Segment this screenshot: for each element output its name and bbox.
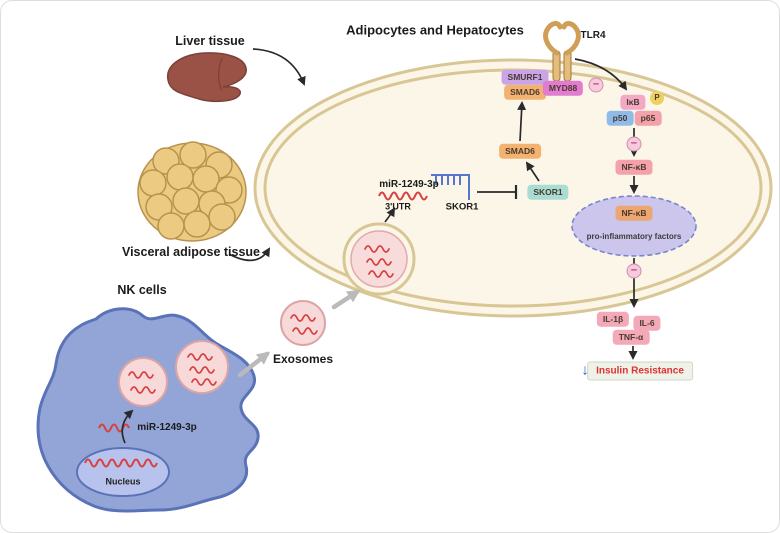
smurf1-node: SMURF1 [501,69,549,85]
arrow-exosome-to-cell [331,289,361,310]
phosphate-node: P [650,91,664,105]
il1b-node: IL-1β [596,311,630,327]
arrow-adipose-to-cell [228,247,271,262]
liver-icon [167,52,247,103]
arrow-tlr4-to-ikb [574,58,628,91]
exosomes-label: Exosomes [272,352,334,366]
skor1-node: SKOR1 [527,184,569,200]
three-utr-label: 3'UTR [385,201,411,212]
nk-cells-label: NK cells [117,282,167,297]
tnfa-node: TNF-α [612,329,650,345]
nfkb-nucleus-node: NF-κB [615,205,653,221]
myd88-node: MYD88 [542,80,584,96]
arrow-nknucleus-to-vesicle [121,409,134,444]
inhibition-sign-nfkb: − [626,136,642,152]
arrow-nk-to-exosome [237,351,271,378]
p65-node: p65 [634,110,662,126]
dna-strand [84,458,158,468]
nucleus-label: Nucleus [105,476,141,487]
insulin-resistance-badge: Insulin Resistance [587,361,693,381]
il6-node: IL-6 [633,315,661,331]
mirna-strand-cell [378,191,428,201]
mirna-skor1-binding [378,174,470,201]
arrow-skor1-to-smad6 [525,161,540,182]
cell-title: Adipocytes and Hepatocytes [346,22,524,38]
liver-tissue-label: Liver tissue [175,33,245,48]
smad6-lower-node: SMAD6 [499,143,541,159]
exosome-icon [280,300,326,346]
adipose-tissue-icon [137,141,247,242]
mirna-strand-nk [98,423,130,433]
tlr4-label: TLR4 [580,30,606,41]
nk-nucleus [76,447,170,497]
inhibition-sign-cytokines: − [626,263,642,279]
endosome-icon [342,222,416,296]
visceral-adipose-label: Visceral adipose tissue [121,244,261,259]
skor1-mrna-label: SKOR1 [445,201,479,213]
mir-1249-3p-nk-label: miR-1249-3p [137,422,197,433]
mirna-vesicles [118,340,229,407]
decrease-arrow: ↓ [581,361,589,379]
pro-inflammatory-label: pro-inflammatory factors [586,232,682,241]
mir-1249-3p-cell-label: miR-1249-3p [379,179,439,190]
ikb-node: IκB [620,94,646,110]
cell-nucleus [571,195,697,257]
transport-arrows [237,289,361,378]
mrna-comb-icon [431,174,470,200]
inhibition-sign-myd88: − [588,77,604,93]
nfkb-node: NF-κB [615,159,653,175]
arrow-smad6-up [517,101,527,142]
p50-node: p50 [606,110,634,126]
nk-cell-shape [36,307,260,513]
arrow-liver-to-cell [252,48,306,86]
smad6-upper-node: SMAD6 [504,84,546,100]
arrow-endosome-to-mirna [384,207,396,223]
